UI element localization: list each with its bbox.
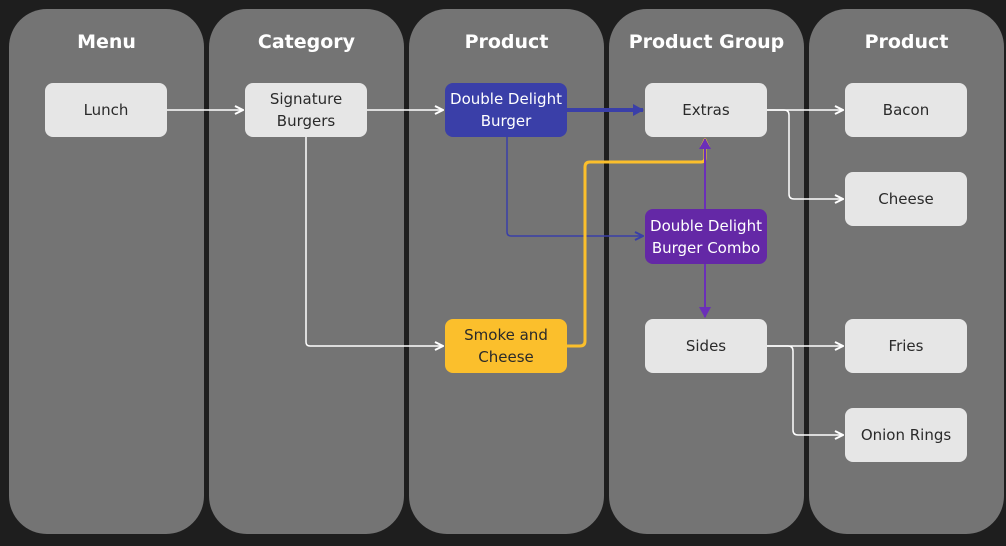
node-fries[interactable]: Fries (845, 319, 967, 373)
lane-product: Product (409, 9, 604, 534)
node-smoke-and-cheese-label: Smoke and Cheese (464, 326, 548, 366)
lane-title-product-group: Product Group (628, 31, 785, 53)
node-extras[interactable]: Extras (645, 83, 767, 137)
edge-sides-to-onion-rings (767, 345, 843, 435)
lane-title-product: Product (464, 31, 549, 53)
node-lunch[interactable]: Lunch (45, 83, 167, 137)
edge-double-delight-burger-to-combo (506, 137, 643, 236)
node-smoke-and-cheese[interactable]: Smoke and Cheese (445, 319, 567, 373)
node-double-delight-burger-combo-label: Double Delight Burger Combo (650, 216, 762, 257)
node-cheese[interactable]: Cheese (845, 172, 967, 226)
node-lunch-label: Lunch (83, 101, 129, 119)
edge-extras-to-cheese (767, 109, 843, 199)
node-double-delight-burger[interactable]: Double Delight Burger (445, 83, 567, 137)
lane-title-category: Category (257, 31, 356, 53)
node-cheese-label: Cheese (878, 190, 934, 208)
node-signature-burgers-label: Signature Burgers (269, 90, 343, 130)
edge-signature-burgers-to-smoke-and-cheese (305, 137, 443, 346)
node-signature-burgers[interactable]: Signature Burgers (245, 83, 367, 137)
node-double-delight-burger-label: Double Delight Burger (450, 90, 562, 130)
node-sides[interactable]: Sides (645, 319, 767, 373)
lane-title-menu: Menu (77, 31, 136, 53)
node-bacon[interactable]: Bacon (845, 83, 967, 137)
node-onion-rings-label: Onion Rings (860, 426, 952, 444)
node-bacon-label: Bacon (882, 101, 930, 119)
node-fries-label: Fries (888, 337, 924, 355)
lane-title-product-right: Product (864, 31, 949, 53)
node-onion-rings[interactable]: Onion Rings (845, 408, 967, 462)
node-extras-label: Extras (682, 101, 730, 119)
node-sides-label: Sides (685, 337, 727, 355)
node-double-delight-burger-combo[interactable]: Double Delight Burger Combo (645, 209, 767, 264)
